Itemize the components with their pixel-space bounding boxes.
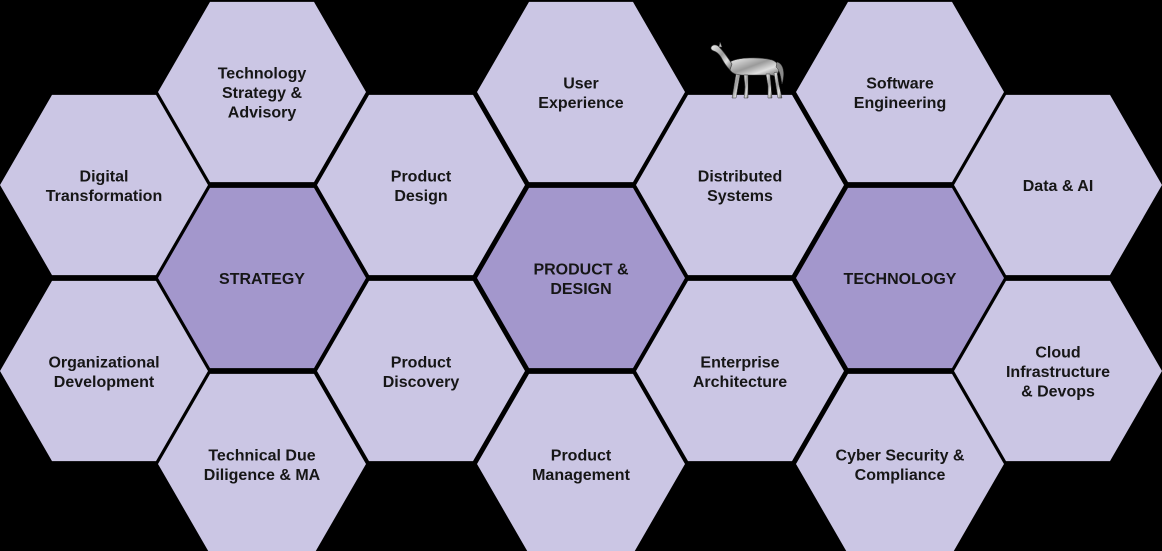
hexagon-label: Strategy &	[222, 85, 302, 102]
hexagon-data-and-ai: Data & AI	[954, 94, 1162, 276]
hexagon-shape	[0, 280, 208, 462]
hexagon-label: DESIGN	[550, 281, 611, 298]
hexagon-shape	[636, 280, 844, 462]
hexagon-label: TECHNOLOGY	[844, 271, 957, 288]
hexagon-label: Organizational	[48, 354, 159, 371]
hexagon-label: Cyber Security &	[836, 447, 965, 464]
hexagon-shape	[158, 373, 366, 551]
hexagon-label: Enterprise	[700, 354, 779, 371]
hexagon-shape	[0, 94, 208, 276]
hexagon-label: Software	[866, 75, 934, 92]
hexagon-product-and-design: PRODUCT & DESIGN	[477, 187, 685, 369]
hexagon-label: Technology	[218, 66, 307, 83]
hexagon-shape	[796, 373, 1004, 551]
hexagon-label: Distributed	[698, 168, 782, 185]
hexagon-label: Engineering	[854, 95, 946, 112]
hexagon-label: Cloud	[1035, 345, 1080, 362]
hexagon-label: Product	[391, 354, 452, 371]
hexagon-shape	[954, 94, 1162, 276]
hexagon-label: PRODUCT &	[533, 261, 629, 278]
hexagon-shape	[158, 1, 366, 183]
hexagon-label: User	[563, 75, 599, 92]
hexagon-shape	[636, 94, 844, 276]
hexagon-shape	[477, 187, 685, 369]
hexagon-label: Infrastructure	[1006, 364, 1110, 381]
hexagon-cyber-security-compliance: Cyber Security & Compliance	[796, 373, 1004, 551]
hexagon-shape	[796, 187, 1004, 369]
hexagon-label: Data & AI	[1023, 178, 1094, 195]
hexagon-label: Diligence & MA	[204, 467, 321, 484]
hexagon-label: Advisory	[228, 105, 297, 122]
hexagon-shape	[317, 94, 525, 276]
hexagon-shape	[317, 280, 525, 462]
hexagon-shape	[477, 373, 685, 551]
hexagon-label: Digital	[80, 168, 129, 185]
hexagon-label: Management	[532, 467, 630, 484]
hexagon-label: Transformation	[46, 188, 162, 205]
hexagon-label: Technical Due	[208, 447, 315, 464]
hexagon-label: Systems	[707, 188, 773, 205]
hexagon-label: Design	[394, 188, 447, 205]
hexagon-shape	[796, 1, 1004, 183]
hexagon-technology: TECHNOLOGY	[796, 187, 1004, 369]
hexagon-label: Development	[54, 374, 155, 391]
hexagon-label: & Devops	[1021, 384, 1095, 401]
hexagon-shape	[158, 187, 366, 369]
horse-icon	[710, 41, 784, 99]
hexagon-label: Product	[391, 168, 452, 185]
hexagon-label: STRATEGY	[219, 271, 305, 288]
hexagon-label: Compliance	[855, 467, 946, 484]
hexagon-label: Product	[551, 447, 612, 464]
hexagon-shape	[477, 1, 685, 183]
hexagon-label: Experience	[538, 95, 623, 112]
hexagon-shape	[954, 280, 1162, 462]
hexagon-label: Discovery	[383, 374, 460, 391]
hexagon-label: Architecture	[693, 374, 787, 391]
hexagon-strategy: STRATEGY	[158, 187, 366, 369]
